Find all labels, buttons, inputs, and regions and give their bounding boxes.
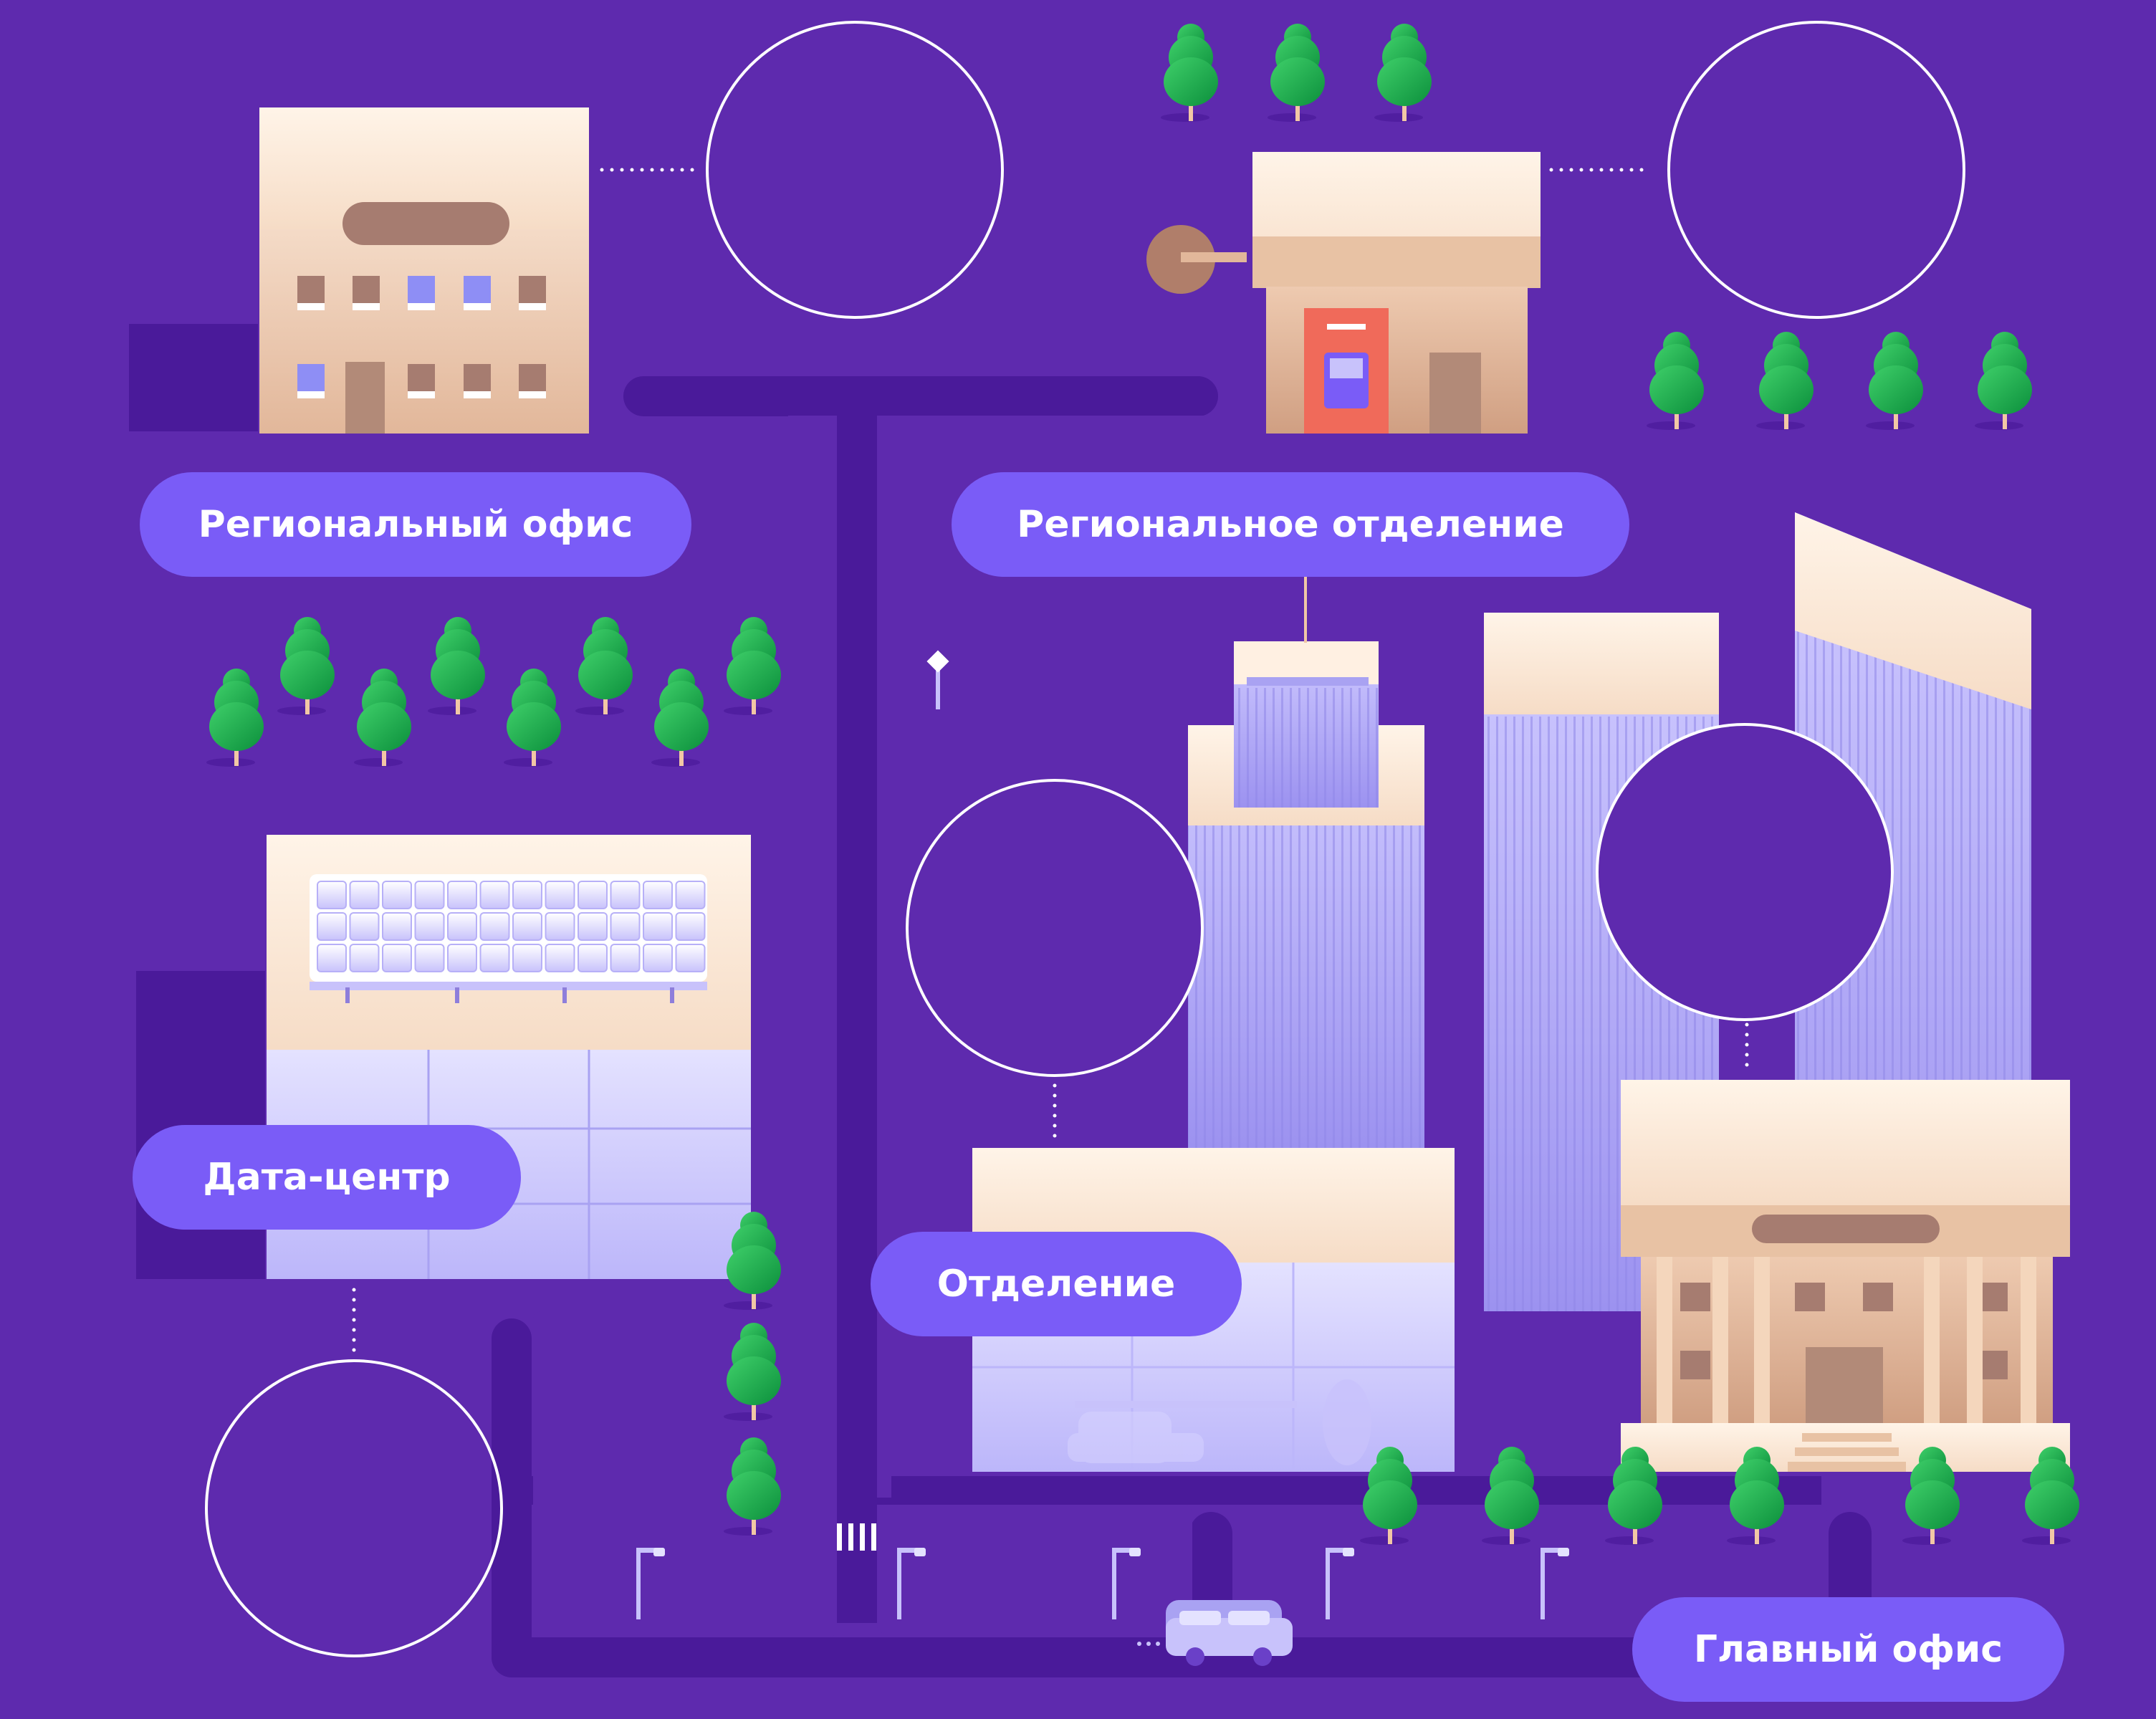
solar-panel-cell bbox=[643, 912, 673, 941]
label-branch: Отделение bbox=[871, 1232, 1242, 1336]
solar-panel-cell bbox=[317, 944, 347, 972]
solar-panel-cell bbox=[479, 944, 510, 972]
solar-panel-cell bbox=[610, 944, 641, 972]
solar-panel-cell bbox=[675, 944, 706, 972]
label-regional-office: Региональный офис bbox=[140, 472, 691, 577]
label-data-center: Дата-центр bbox=[133, 1125, 521, 1230]
crosswalk bbox=[837, 1523, 876, 1551]
solar-panel-cell bbox=[578, 881, 608, 909]
solar-panel-cell bbox=[610, 881, 641, 909]
solar-panel-cell bbox=[512, 912, 542, 941]
solar-panel-cell bbox=[512, 944, 542, 972]
solar-panel-cell bbox=[545, 881, 575, 909]
glass-tower-left bbox=[1188, 558, 1424, 1148]
solar-panel-cell bbox=[447, 944, 477, 972]
solar-panel-cell bbox=[382, 944, 412, 972]
placeholder-circle bbox=[1667, 21, 1965, 319]
solar-panel-cell bbox=[643, 881, 673, 909]
solar-panel-cell bbox=[317, 912, 347, 941]
car-icon bbox=[1137, 1600, 1293, 1666]
solar-panel-cell bbox=[545, 944, 575, 972]
solar-panel-cell bbox=[512, 881, 542, 909]
solar-panel-cell bbox=[349, 944, 380, 972]
solar-panel-cell bbox=[349, 881, 380, 909]
solar-panel-cell bbox=[578, 944, 608, 972]
solar-panel-cell bbox=[349, 912, 380, 941]
solar-panel-cell bbox=[382, 881, 412, 909]
placeholder-circle bbox=[706, 21, 1004, 319]
car-icon bbox=[1068, 1412, 1204, 1463]
solar-panel-cell bbox=[643, 944, 673, 972]
solar-panel-cell bbox=[382, 912, 412, 941]
head-office-building bbox=[1621, 1080, 2070, 1472]
placeholder-circle bbox=[1596, 723, 1894, 1021]
solar-panel-cell bbox=[317, 881, 347, 909]
label-regional-branch: Региональное отделение bbox=[952, 472, 1629, 577]
solar-panels bbox=[317, 881, 706, 972]
solar-panel-cell bbox=[447, 881, 477, 909]
solar-panel-cell bbox=[479, 912, 510, 941]
regional-office-building bbox=[259, 107, 589, 434]
placeholder-circle bbox=[205, 1359, 503, 1657]
solar-panel-cell bbox=[675, 912, 706, 941]
placeholder-circles bbox=[205, 21, 1965, 1657]
solar-panel-cell bbox=[414, 881, 445, 909]
regional-branch-building bbox=[1146, 152, 1541, 434]
solar-panel-cell bbox=[545, 912, 575, 941]
dotted-connectors bbox=[352, 168, 1749, 1353]
placeholder-circle bbox=[906, 779, 1204, 1077]
solar-panel-cell bbox=[675, 881, 706, 909]
label-head-office: Главный офис bbox=[1632, 1597, 2064, 1702]
solar-panel-cell bbox=[414, 944, 445, 972]
solar-panel-cell bbox=[578, 912, 608, 941]
solar-panel-cell bbox=[447, 912, 477, 941]
solar-panel-cell bbox=[610, 912, 641, 941]
solar-panel-cell bbox=[414, 912, 445, 941]
solar-panel-cell bbox=[479, 881, 510, 909]
